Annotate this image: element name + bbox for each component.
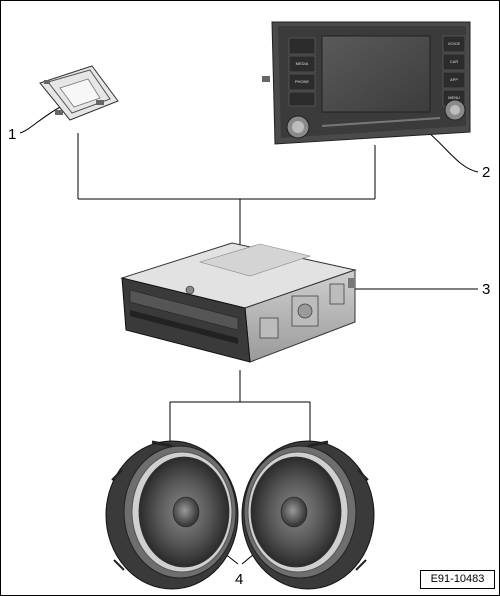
- radio-right-button-label: CAR: [449, 59, 459, 64]
- radio-display-unit: [262, 21, 471, 145]
- callout-4: 4: [235, 571, 244, 588]
- callout-2: 2: [482, 164, 491, 181]
- radio-right-button-label: VOICE: [447, 41, 461, 46]
- module-unit-1: [39, 65, 119, 121]
- radio-left-button-label: MEDIA: [295, 61, 309, 66]
- radio-left-button-label: [289, 38, 315, 56]
- radio-left-button-label: [289, 92, 315, 106]
- callout-3: 3: [482, 281, 491, 298]
- callout-1: 1: [8, 126, 17, 143]
- speaker-right: [241, 440, 375, 590]
- radio-left-button-label: PHONE: [294, 79, 310, 84]
- left-button-column: [288, 37, 316, 107]
- radio-right-button-label: MENU: [448, 95, 460, 100]
- display-screen: [321, 35, 431, 113]
- radio-right-button-label: APP: [449, 77, 458, 82]
- radio-right-button-labels: VOICE CAR APP MENU: [443, 36, 465, 108]
- radio-left-button-labels: MEDIA PHONE: [289, 38, 315, 106]
- right-button-column: [442, 35, 466, 107]
- speaker-left: [105, 440, 239, 590]
- figure-id-label: E91-10483: [420, 570, 495, 589]
- radio-chassis-unit: [120, 242, 357, 363]
